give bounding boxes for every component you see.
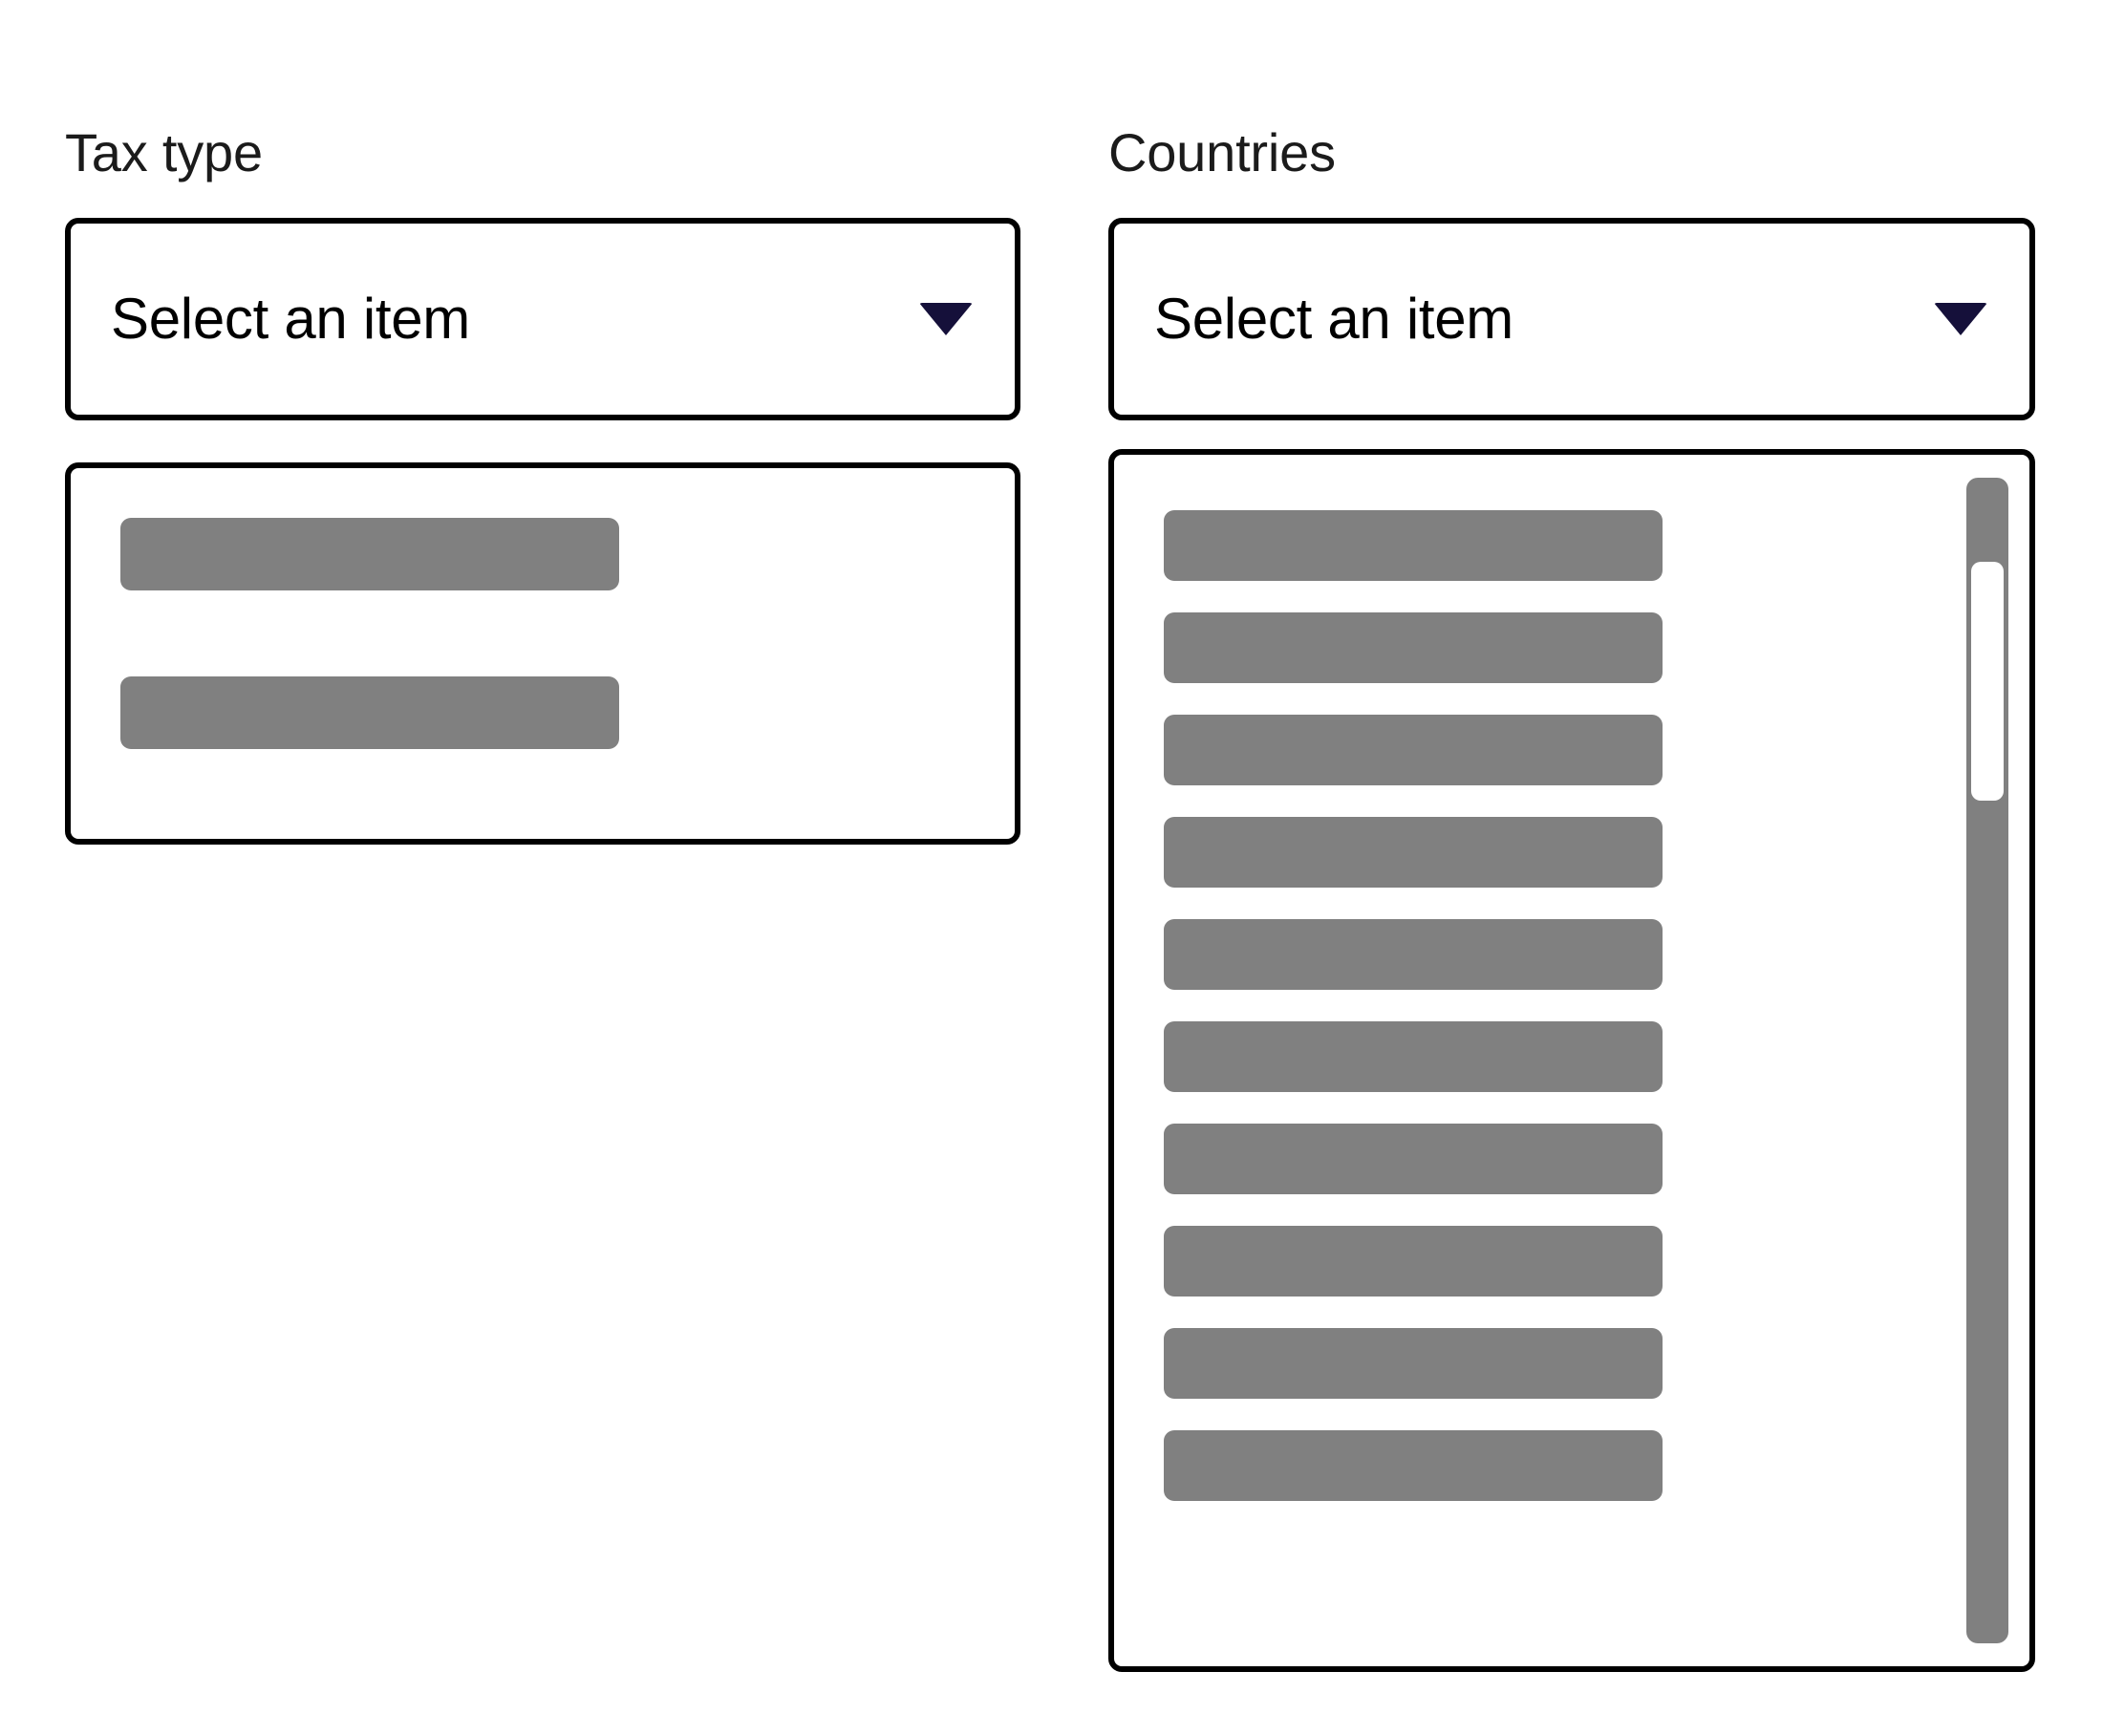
option-list-tax-type xyxy=(71,518,1015,835)
select-countries-value: Select an item xyxy=(1154,287,1513,351)
listbox-scrollbar[interactable] xyxy=(1966,478,2008,1643)
list-item[interactable] xyxy=(120,518,619,590)
chevron-down-icon[interactable] xyxy=(1934,303,1987,335)
list-item[interactable] xyxy=(1164,919,1663,990)
list-item[interactable] xyxy=(120,676,619,749)
field-label-tax-type: Tax type xyxy=(65,122,263,182)
list-item[interactable] xyxy=(1164,1124,1663,1194)
list-item[interactable] xyxy=(1164,1021,1663,1092)
scrollbar-thumb[interactable] xyxy=(1971,562,2004,801)
list-item[interactable] xyxy=(1164,1430,1663,1501)
list-item[interactable] xyxy=(1164,715,1663,785)
list-item[interactable] xyxy=(1164,510,1663,581)
chevron-down-icon[interactable] xyxy=(919,303,973,335)
list-item[interactable] xyxy=(1164,1328,1663,1399)
list-item[interactable] xyxy=(1164,612,1663,683)
list-item[interactable] xyxy=(1164,1226,1663,1297)
listbox-countries[interactable] xyxy=(1108,449,2035,1672)
field-label-countries: Countries xyxy=(1108,122,1336,182)
list-item[interactable] xyxy=(1164,817,1663,888)
listbox-countries-scrollarea xyxy=(1114,455,2029,1666)
listbox-tax-type-scrollarea xyxy=(71,518,1015,839)
select-tax-type[interactable]: Select an item xyxy=(65,218,1020,420)
select-countries[interactable]: Select an item xyxy=(1108,218,2035,420)
option-list-countries xyxy=(1114,455,2029,1501)
listbox-tax-type[interactable] xyxy=(65,462,1020,845)
select-tax-type-value: Select an item xyxy=(111,287,470,351)
